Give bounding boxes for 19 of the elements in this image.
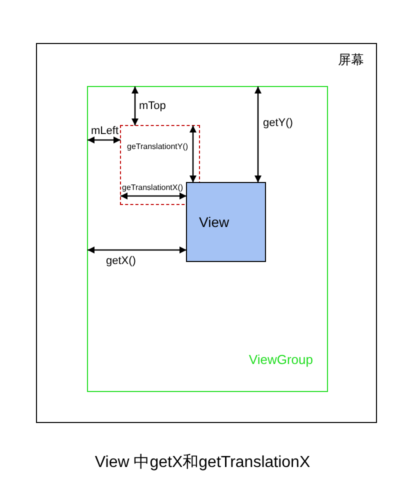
double-arrow <box>190 126 196 182</box>
double-arrow <box>132 86 138 126</box>
screen-frame <box>36 43 377 423</box>
edge-label: geTranslationtX() <box>122 184 184 193</box>
caption: View 中getX和getTranslationX <box>94 454 310 472</box>
container-label: ViewGroup <box>248 352 313 367</box>
double-arrow <box>88 246 186 254</box>
double-arrow <box>120 192 186 200</box>
double-arrow <box>254 86 262 182</box>
edge-label: geTranslationtY() <box>127 143 188 152</box>
view-box <box>186 182 266 262</box>
edge-label: mTop <box>139 100 166 112</box>
edge-label: getX() <box>106 255 136 268</box>
double-arrow <box>88 136 120 144</box>
screen-label: 屏幕 <box>338 53 364 68</box>
edge-label: getY() <box>263 117 293 130</box>
container-frame <box>87 86 328 392</box>
edge-label: mLeft <box>91 125 119 138</box>
view-label: View <box>199 215 230 230</box>
